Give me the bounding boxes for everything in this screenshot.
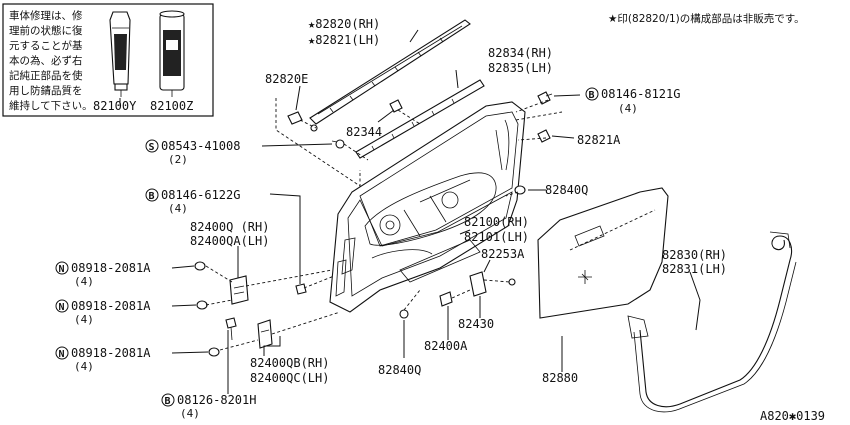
label-08543-41008: 08543-41008 [161,139,240,153]
nut-marker-3-text: N [59,349,65,360]
product-82100Z-label: 82100Z [150,99,193,113]
door-trim-82880 [537,187,669,319]
nut-marker-2-text: N [59,302,65,313]
nut-marker-1-text: N [59,264,65,275]
label-82835: 82835(LH) [488,61,553,75]
nut-marker-1 [55,261,69,275]
product-82100Y-label: 82100Y [93,99,137,113]
label-82820: ★82820(RH) [308,17,380,31]
qty-08543-41008: (2) [168,153,188,166]
label-82430: 82430 [458,317,494,331]
nut-marker-3 [55,346,69,360]
label-82100: 82100(RH) [464,215,529,229]
label-08146-6122G: 08146-6122G [161,188,240,202]
outer-weatherstrip-82820 [309,19,471,125]
check-link-82430-icon [469,271,516,297]
label-08918-c: 08918-2081A [71,346,151,360]
nut-08918-a-icon [194,261,206,271]
note-line-6: 用し防錆品質を [9,84,83,97]
screw-marker-text: S [149,142,155,153]
bolt-08146-8121G-icon [537,91,553,105]
screw-marker [145,139,159,153]
grommet-82840Q-lower-icon [399,309,409,319]
label-82840Q-upper: 82840Q [545,183,588,197]
bolt-marker-3-text: B [165,396,171,407]
label-82400A: 82400A [424,339,468,353]
qty-08918-b: (4) [74,313,94,326]
label-82400QC: 82400QC(LH) [250,371,329,385]
hinge-pin-82400A-icon [439,291,453,307]
bolt-marker-1-text: B [589,90,595,101]
bracket-82344-icon [389,99,403,113]
label-82400Q: 82400Q (RH) [190,220,269,234]
label-82830: 82830(RH) [662,248,727,262]
note-line-3: 元することが基 [9,39,83,52]
bolt-08126-icon [225,317,237,341]
bolt-marker-2 [145,188,159,202]
bolt-marker-1 [585,87,599,101]
qty-08146-8121G: (4) [618,102,638,115]
note-line-7: 維持して下さい。 [9,99,93,112]
clip-82820E-icon [287,111,318,132]
label-82344: 82344 [346,125,382,139]
screw-08543-icon [331,139,345,149]
sealant-tube-icon [109,11,131,97]
leader-lines [119,29,701,394]
bolt-marker-3 [161,393,175,407]
label-82820E: 82820E [265,72,308,86]
inner-weatherstrip-82834 [355,79,485,159]
clip-82821A-icon [537,129,551,143]
nut-08918-c-icon [208,347,220,357]
note-line-1: 車体修理は、修 [9,9,83,22]
label-82821: ★82821(LH) [308,33,380,47]
label-08146-8121G: 08146-8121G [601,87,680,101]
label-82880: 82880 [542,371,578,385]
spray-can-icon [159,10,185,97]
note-line-4: 本の為、必ず右 [9,54,83,67]
label-82831: 82831(LH) [662,262,727,276]
nut-marker-2 [55,299,69,313]
bolt-marker-2-text: B [149,191,155,202]
qty-08918-a: (4) [74,275,94,288]
repair-note-box: 車体修理は、修 理前の状態に復 元することが基 本の為、必ず右 記純正部品を使 … [2,3,214,117]
label-82253A: 82253A [481,247,525,261]
note-line-5: 記純正部品を使 [9,69,83,82]
note-line-2: 理前の状態に復 [9,24,83,37]
non-sale-note: ★印(82820/1)の構成部品は非販売です。 [608,12,805,25]
nut-08918-b-icon [196,300,208,310]
label-08126-8201H: 08126-8201H [177,393,256,407]
label-82400QA: 82400QA(LH) [190,234,269,248]
label-82821A: 82821A [577,133,621,147]
qty-08126-8201H: (4) [180,407,200,420]
hinge-82400QB-icon [257,319,273,349]
hinge-82400Q-icon [229,275,249,305]
rear-door-shell-82100 [329,101,526,313]
qty-08146-6122G: (4) [168,202,188,215]
qty-08918-c: (4) [74,360,94,373]
label-82840Q-lower: 82840Q [378,363,421,377]
diagram-code: A820✱0139 [760,409,825,423]
label-08918-a: 08918-2081A [71,261,151,275]
door-weatherstrip-82830 [627,231,797,413]
label-82400QB: 82400QB(RH) [250,356,329,370]
label-08918-b: 08918-2081A [71,299,151,313]
guide-lines [205,98,563,351]
label-82834: 82834(RH) [488,46,553,60]
bolt-08146-6122G-icon [295,283,307,295]
label-82101: 82101(LH) [464,230,529,244]
